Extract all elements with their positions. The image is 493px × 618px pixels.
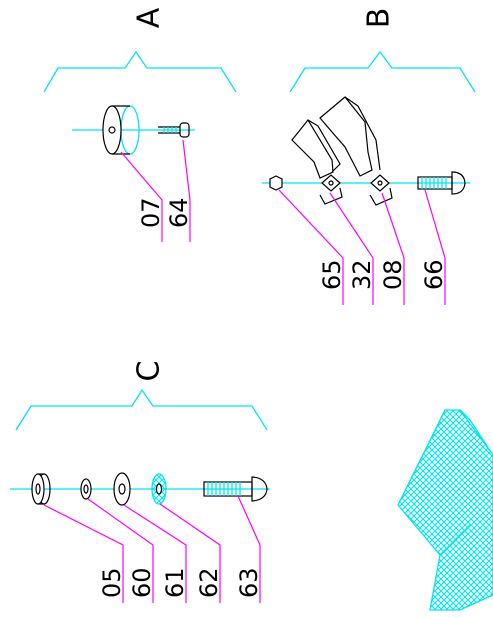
part-66-bolt (417, 171, 466, 195)
leader-05 (43, 504, 124, 603)
leader-32 (329, 192, 374, 305)
part-label-60: 60 (128, 567, 156, 598)
part-64-screw (158, 122, 190, 138)
part-63-bolt (203, 476, 268, 502)
group-b: B 65 32 (262, 8, 476, 305)
group-b-brace (289, 50, 476, 93)
leader-62 (159, 503, 221, 603)
group-c-title: C (132, 361, 167, 382)
part-08-bracket (319, 96, 393, 206)
part-label-63: 63 (235, 567, 263, 598)
group-a: A 07 64 (43, 7, 237, 242)
leader-08 (381, 192, 405, 305)
leader-66 (424, 189, 446, 305)
leader-64 (182, 139, 191, 242)
part-62-lock-washer (151, 473, 167, 505)
part-label-64: 64 (165, 197, 193, 228)
part-label-66: 66 (420, 259, 448, 290)
group-a-brace (43, 50, 237, 93)
leader-65 (278, 189, 344, 305)
part-label-62: 62 (195, 567, 223, 598)
leader-60 (87, 498, 154, 603)
part-65-hex-nut (269, 175, 283, 191)
part-05-spacer (31, 473, 51, 505)
part-label-07: 07 (137, 197, 165, 228)
group-c-brace (15, 388, 268, 431)
part-61-washer (113, 472, 131, 506)
part-label-65: 65 (318, 259, 346, 290)
part-label-61: 61 (161, 567, 189, 598)
part-label-05: 05 (98, 567, 126, 598)
leader-63 (237, 495, 261, 603)
part-32-bracket (291, 118, 343, 205)
part-label-32: 32 (348, 259, 376, 290)
part-60-washer (80, 478, 92, 500)
group-a-title: A (132, 7, 167, 28)
part-label-08: 08 (379, 259, 407, 290)
part-07-spacer (102, 105, 140, 155)
leader-61 (123, 504, 187, 603)
group-b-title: B (362, 8, 397, 29)
mesh-panel (397, 409, 493, 611)
leader-07 (120, 151, 163, 242)
group-c: C (10, 361, 270, 603)
